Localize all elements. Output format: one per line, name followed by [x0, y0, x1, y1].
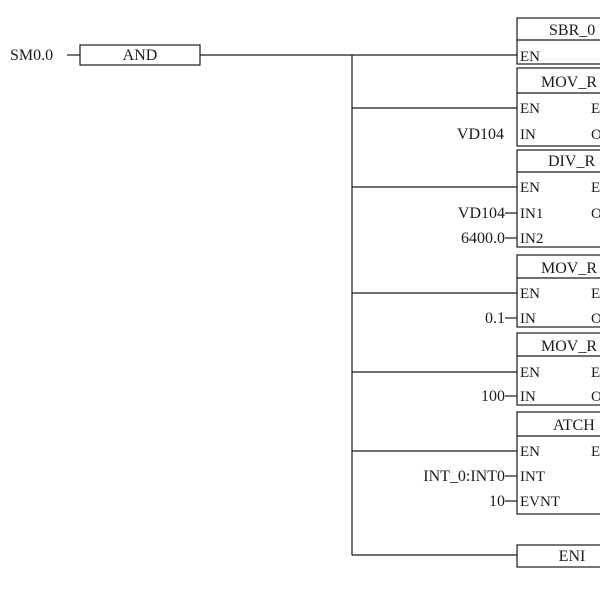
function-block: MOV_R EN IN E O VD104 [457, 67, 600, 147]
pin-label: E [591, 180, 600, 196]
function-block: MOV_R EN IN E O 100 [481, 332, 600, 406]
pin-label: E [591, 286, 600, 302]
pin-label: O [591, 127, 600, 143]
and-label: AND [123, 47, 158, 64]
pin-label: IN [520, 127, 536, 143]
pin-label: EN [520, 180, 540, 196]
pin-label: O [591, 206, 600, 222]
pin-label: EN [520, 286, 540, 302]
operand-label: 0.1 [485, 310, 505, 327]
pin-label: EN [520, 49, 540, 65]
operand-label: VD104 [458, 205, 505, 222]
pin-label: IN1 [520, 206, 543, 222]
pin-label: EN [520, 101, 540, 117]
block-title: ENI [559, 548, 586, 565]
block-title: MOV_R [541, 260, 597, 277]
function-block: DIV_R EN IN1 IN2 E O VD104 6400.0 [458, 149, 600, 248]
block-title: MOV_R [541, 338, 597, 355]
function-block: ATCH EN INT EVNT E INT_0:INT0 10 [423, 411, 600, 515]
block-title: DIV_R [548, 153, 595, 170]
pin-label: INT [520, 469, 545, 485]
operand-label: INT_0:INT0 [423, 468, 505, 485]
pin-label: O [591, 311, 600, 327]
pin-label: EN [520, 365, 540, 381]
pin-label: IN2 [520, 231, 543, 247]
operand-label: 100 [481, 388, 505, 405]
block-title: MOV_R [541, 74, 597, 91]
input-contact-label: SM0.0 [10, 47, 53, 64]
pin-label: IN [520, 389, 536, 405]
function-block: MOV_R EN IN E O 0.1 [485, 254, 600, 328]
function-block: ENI [516, 544, 600, 568]
pin-label: O [591, 389, 600, 405]
pin-label: E [591, 444, 600, 460]
operand-label: VD104 [457, 126, 504, 143]
pin-label: IN [520, 311, 536, 327]
block-title: SBR_0 [549, 22, 595, 39]
operand-label: 6400.0 [461, 230, 505, 247]
function-block: SBR_0 EN [516, 17, 600, 65]
pin-label: E [591, 101, 600, 117]
operand-label: 10 [489, 493, 505, 510]
pin-label: E [591, 365, 600, 381]
pin-label: EVNT [520, 494, 560, 510]
pin-label: EN [520, 444, 540, 460]
block-title: ATCH [553, 417, 595, 434]
